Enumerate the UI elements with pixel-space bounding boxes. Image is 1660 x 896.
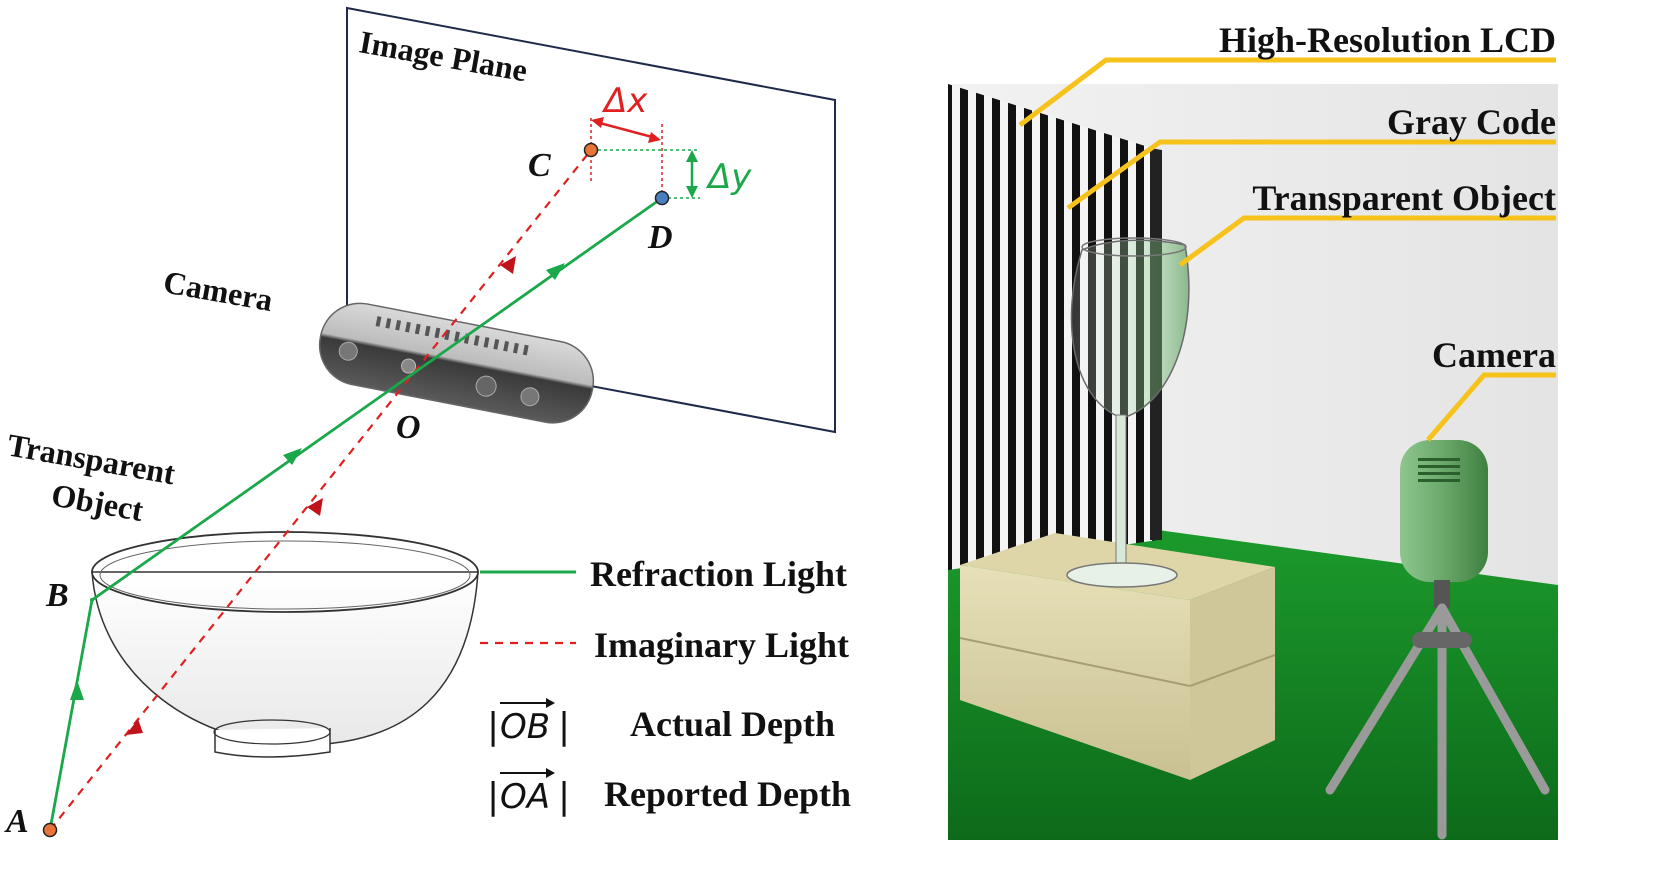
svg-text:|: | <box>558 776 570 817</box>
delta-x-label: Δx <box>601 81 648 121</box>
legend-oa-symbol: | OA | <box>487 768 570 817</box>
photo-label-lcd: High-Resolution LCD <box>1219 20 1556 60</box>
refraction-arrow-1 <box>70 680 84 700</box>
legend: Refraction Light Imaginary Light | OB | … <box>480 554 851 817</box>
legend-ob-symbol: | OB | <box>487 698 570 747</box>
photo-camera <box>1400 440 1488 608</box>
camera-label: Camera <box>161 263 276 318</box>
legend-oa-label: Reported Depth <box>604 774 851 814</box>
photo-label-transparent-object: Transparent Object <box>1252 178 1556 218</box>
legend-ob-label: Actual Depth <box>630 704 835 744</box>
camera-vent <box>338 316 540 407</box>
transparent-label-line1: Transparent <box>5 426 179 491</box>
delta-y-arrowhead-top <box>686 150 698 162</box>
svg-text:|: | <box>487 776 499 817</box>
lcd-screen <box>948 84 1158 570</box>
tripod <box>1325 603 1550 840</box>
delta-x-arrow <box>595 120 657 140</box>
refraction-arrow-3 <box>546 263 565 280</box>
point-d-label: D <box>647 219 673 256</box>
svg-text:|: | <box>487 706 499 747</box>
camera-device <box>318 302 595 424</box>
point-c <box>583 142 599 158</box>
callout-transparent-object <box>1178 215 1556 268</box>
point-a-label: A <box>4 803 29 840</box>
delta-y-label: Δy <box>705 157 752 197</box>
wine-glass <box>1066 237 1190 588</box>
callout-lcd <box>1018 57 1556 127</box>
point-a <box>42 822 58 838</box>
legend-oa-text: OA <box>500 777 550 817</box>
imaginary-arrow-1 <box>126 719 143 735</box>
right-photo: High-Resolution LCD Gray Code Transparen… <box>948 20 1558 840</box>
photo-label-camera: Camera <box>1432 335 1556 375</box>
delta-y-arrowhead-bottom <box>686 186 698 198</box>
callout-camera <box>1426 372 1556 442</box>
bowl <box>91 531 479 758</box>
photo-label-gray-code: Gray Code <box>1387 102 1556 142</box>
legend-ob-text: OB <box>500 707 550 747</box>
point-b <box>90 598 94 602</box>
point-c-label: C <box>528 147 551 184</box>
callout-gray-code <box>1066 139 1556 211</box>
point-b-label: B <box>45 577 69 614</box>
left-diagram: Image Plane Δx Δy <box>4 6 851 840</box>
legend-refraction-label: Refraction Light <box>590 554 847 594</box>
wooden-block <box>959 533 1276 780</box>
imaginary-light-ray <box>49 149 592 831</box>
point-d <box>654 190 670 206</box>
point-o-label: O <box>396 409 421 446</box>
legend-imaginary-label: Imaginary Light <box>594 625 849 665</box>
refraction-arrow-2 <box>283 448 302 465</box>
delta-x-arrowhead-left <box>591 117 604 128</box>
imaginary-arrow-2 <box>307 498 323 516</box>
delta-x-arrowhead-right <box>648 132 661 143</box>
svg-text:|: | <box>558 706 570 747</box>
imaginary-arrow-3 <box>500 256 516 274</box>
